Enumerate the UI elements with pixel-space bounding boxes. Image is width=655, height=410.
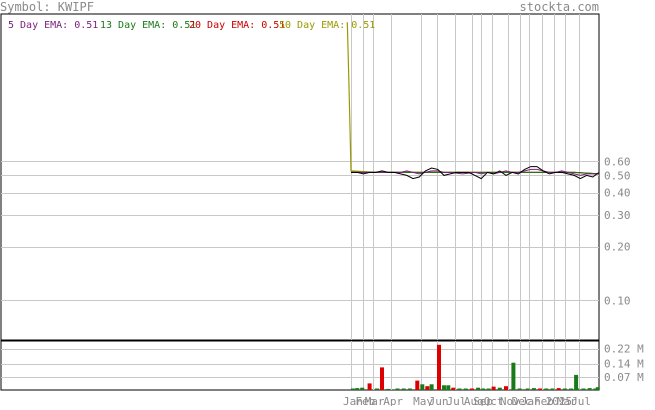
50-day-ema-line [346, 22, 600, 175]
volume-tick-label-0: 0.22 M [604, 343, 644, 356]
volume-bar-35 [562, 388, 567, 390]
volume-bar-28 [517, 388, 522, 390]
volume-bar-4 [375, 388, 379, 390]
volume-bar-24 [491, 386, 496, 390]
site-label: stockta.com [520, 0, 599, 14]
volume-bar-40 [593, 388, 598, 390]
month-label-10: Nov [500, 395, 520, 406]
volume-bar-31 [538, 388, 543, 390]
price-tick-label-4: 0.20 [604, 241, 631, 254]
volume-bar-13 [429, 384, 434, 390]
volume-bar-38 [581, 388, 586, 390]
month-label-9: Oct [484, 395, 504, 406]
volume-bar-3 [367, 383, 372, 390]
month-label-11: Dec [512, 395, 532, 406]
price-axis-ticks: 0.600.50 0.40 0.30 0.20 0.10 [604, 155, 631, 307]
volume-tick-label-1: 0.14 M [604, 358, 644, 371]
volume-bar-19 [463, 388, 468, 390]
volume-bar-8 [401, 388, 406, 390]
volume-bar-16 [446, 385, 451, 390]
price-panel-frame [0, 13, 600, 341]
volume-bar-12 [425, 386, 430, 390]
volume-bar-39 [587, 388, 592, 390]
month-label-7: Aug [464, 395, 484, 406]
month-label-16: Jul [571, 395, 591, 406]
volume-bars [350, 344, 600, 390]
volume-bar-34 [556, 388, 561, 390]
price-tick-label-1: 0.50 [604, 169, 631, 182]
legend-50day-ema: 50 Day EMA: 0.51 [279, 20, 375, 31]
legend: 5 Day EMA: 0.51 13 Day EMA: 0.51 20 Day … [8, 20, 375, 31]
price-tick-label-2: 0.40 [604, 187, 631, 200]
volume-bar-27 [511, 362, 516, 390]
month-label-5: Jun [429, 395, 449, 406]
volume-bar-33 [550, 388, 555, 390]
volume-tick-label-2: 0.07 M [604, 371, 644, 384]
volume-bar-0 [350, 388, 355, 390]
month-label-6: Jul [447, 395, 467, 406]
volume-bar-2 [360, 387, 365, 390]
price-tick-label-5: 0.10 [604, 294, 631, 307]
volume-bar-14 [437, 344, 441, 390]
volume-bar-42 [595, 387, 600, 390]
month-label-1: Feb [355, 395, 375, 406]
volume-bar-22 [481, 388, 486, 390]
symbol-label: Symbol: KWIPF [0, 0, 94, 14]
volume-bar-6 [386, 388, 391, 390]
month-label-4: May [413, 395, 433, 406]
volume-bar-25 [497, 387, 502, 390]
month-label-3: Apr [383, 395, 403, 406]
price-tick-label-3: 0.30 [604, 209, 631, 222]
volume-bar-10 [415, 380, 420, 390]
grid-layer [1, 14, 599, 390]
legend-13day-ema: 13 Day EMA: 0.51 [100, 20, 196, 31]
volume-bar-29 [525, 388, 530, 390]
volume-bar-18 [457, 388, 462, 390]
legend-5day-ema: 5 Day EMA: 0.51 [8, 20, 98, 31]
volume-bar-7 [395, 388, 400, 390]
volume-axis-ticks: 0.22 M 0.14 M0.07 M [604, 343, 644, 384]
volume-bar-21 [476, 387, 481, 390]
volume-bar-15 [442, 385, 446, 390]
volume-bar-1 [355, 388, 360, 390]
volume-bar-23 [486, 388, 491, 390]
price-tick-label-0: 0.60 [604, 155, 631, 168]
volume-panel-frame [0, 340, 600, 391]
price-line [351, 166, 600, 180]
volume-bar-11 [420, 384, 425, 390]
volume-bar-9 [407, 388, 412, 390]
volume-bar-41 [574, 374, 579, 390]
month-label-8: Sep [473, 395, 493, 406]
month-label-15: Mar [557, 395, 577, 406]
volume-bar-26 [504, 386, 508, 390]
month-label-2: Mar [365, 395, 385, 406]
series-lines [346, 22, 600, 180]
month-label-12: Jan [521, 395, 541, 406]
volume-bar-20 [469, 388, 474, 390]
month-label-14: 2025 [546, 395, 573, 406]
volume-bar-36 [569, 388, 574, 390]
month-label-0: Jan [343, 395, 363, 406]
volume-bar-32 [544, 388, 549, 390]
volume-bar-30 [531, 388, 536, 390]
volume-bar-5 [380, 367, 384, 390]
month-label-13: Feb [534, 395, 554, 406]
volume-bar-17 [451, 387, 456, 390]
legend-20day-ema: 20 Day EMA: 0.51 [189, 20, 285, 31]
